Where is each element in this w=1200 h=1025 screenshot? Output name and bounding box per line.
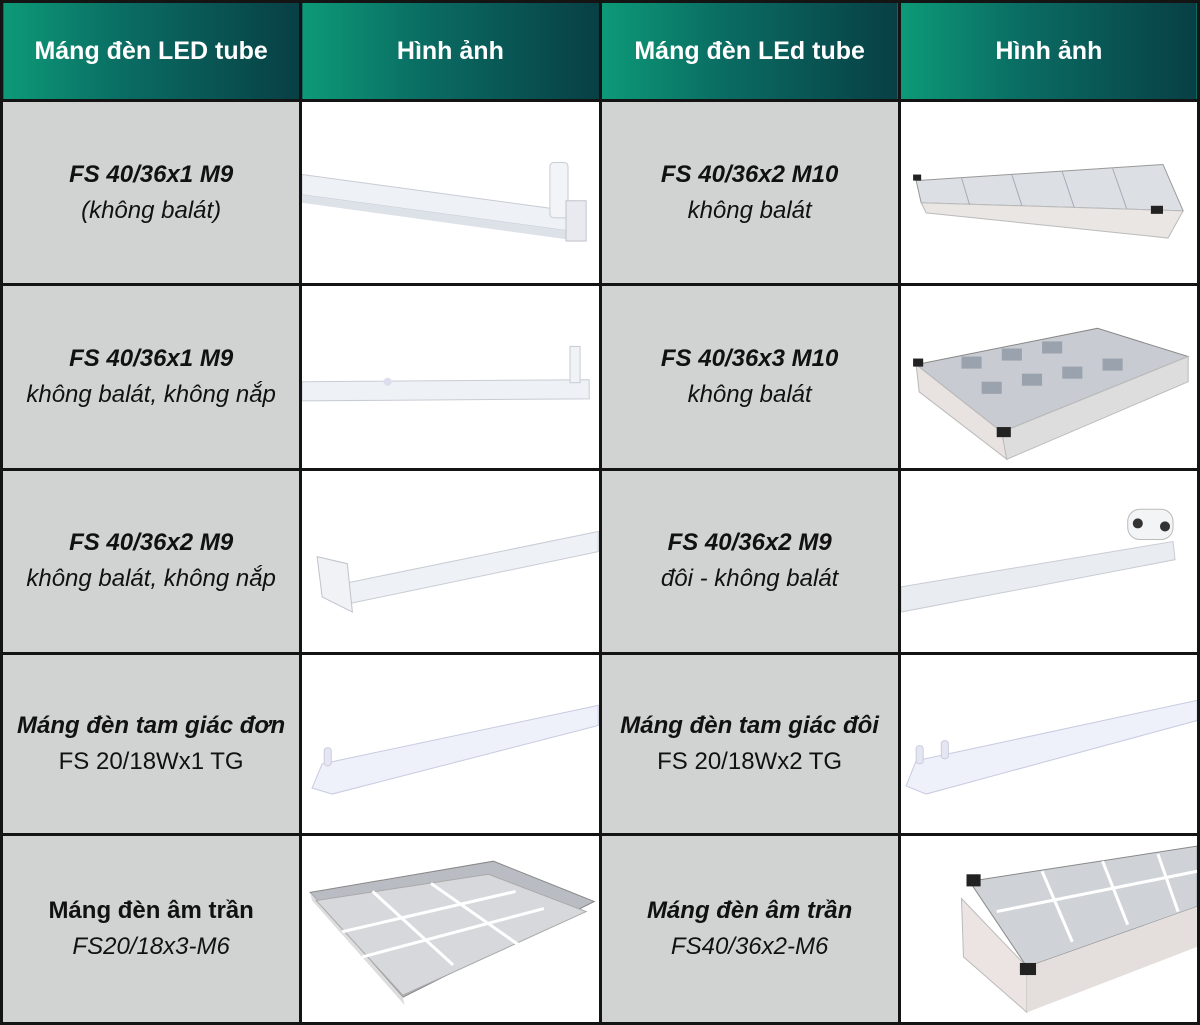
product-image (299, 833, 602, 1025)
product-note: không balát, không nắp (26, 381, 276, 409)
product-image (897, 833, 1200, 1025)
product-image (299, 652, 602, 837)
louver-panel-icon (912, 328, 1190, 461)
product-name-cell: FS 40/36x3 M10 không balát (598, 283, 901, 471)
product-note: đôi - không balát (660, 565, 839, 593)
product-model: FS 40/36x2 M9 (69, 529, 234, 557)
double-tube-batten-icon (900, 508, 1176, 613)
product-model: Máng đèn âm trần (646, 897, 853, 925)
product-model: Máng đèn âm trần (48, 897, 254, 925)
product-name-cell: FS 40/36x2 M10 không balát (598, 98, 901, 287)
triangle-fixture-icon (311, 704, 599, 795)
product-model: FS 40/36x1 M9 (69, 160, 234, 188)
product-name-cell: FS 40/36x2 M9 đôi - không balát (598, 467, 901, 656)
single-tube-batten-no-cover-icon (302, 346, 590, 402)
product-model: FS 40/36x2 M9 (667, 529, 832, 557)
louver-panel-icon (912, 163, 1184, 239)
product-note: không balát, không nắp (26, 565, 276, 593)
header-product-right: Máng đèn LEd tube (598, 0, 901, 102)
product-image (299, 98, 602, 287)
product-name-cell: FS 40/36x1 M9 (không balát) (0, 98, 303, 287)
header-image-left: Hình ảnh (299, 0, 602, 102)
product-name-cell: Máng đèn tam giác đôi FS 20/18Wx2 TG (598, 652, 901, 837)
product-model: FS 40/36x2 M10 (660, 160, 839, 188)
header-image-right: Hình ảnh (897, 0, 1200, 102)
product-note: FS 20/18Wx1 TG (58, 748, 244, 776)
header-row: Máng đèn LED tube Hình ảnh Máng đèn LEd … (0, 0, 1200, 102)
triangle-fixture-icon (905, 699, 1197, 795)
product-image (299, 283, 602, 471)
product-model: Máng đèn tam giác đôi (620, 712, 879, 740)
product-image (897, 467, 1200, 656)
product-model: FS 40/36x1 M9 (69, 345, 234, 373)
product-note: FS20/18x3-M6 (72, 933, 230, 961)
product-note: (không balát) (81, 196, 222, 224)
recessed-louver-square-icon (309, 861, 596, 1006)
table-row: FS 40/36x2 M9 không balát, không nắp FS 4… (0, 467, 1200, 656)
product-note: không balát (687, 381, 812, 409)
product-image (897, 652, 1200, 837)
product-name-cell: FS 40/36x1 M9 không balát, không nắp (0, 283, 303, 471)
table-row: FS 40/36x1 M9 (không balát) FS 40/36x2 M1… (0, 98, 1200, 287)
product-model: FS 40/36x3 M10 (660, 345, 839, 373)
product-model: Máng đèn tam giác đơn (17, 712, 286, 740)
header-product-left: Máng đèn LED tube (0, 0, 303, 102)
product-note: không balát (687, 196, 812, 224)
product-image (299, 467, 602, 656)
product-image (897, 283, 1200, 471)
recessed-louver-long-icon (960, 846, 1197, 1014)
product-image (897, 98, 1200, 287)
product-name-cell: Máng đèn tam giác đơn FS 20/18Wx1 TG (0, 652, 303, 837)
product-note: FS40/36x2-M6 (670, 933, 829, 961)
single-tube-batten-icon (302, 161, 587, 242)
product-name-cell: FS 40/36x2 M9 không balát, không nắp (0, 467, 303, 656)
table-row: FS 40/36x1 M9 không balát, không nắp FS 4… (0, 283, 1200, 471)
double-tube-batten-icon (316, 530, 599, 613)
product-note: FS 20/18Wx2 TG (657, 748, 843, 776)
table-row: Máng đèn tam giác đơn FS 20/18Wx1 TG Máng… (0, 652, 1200, 837)
